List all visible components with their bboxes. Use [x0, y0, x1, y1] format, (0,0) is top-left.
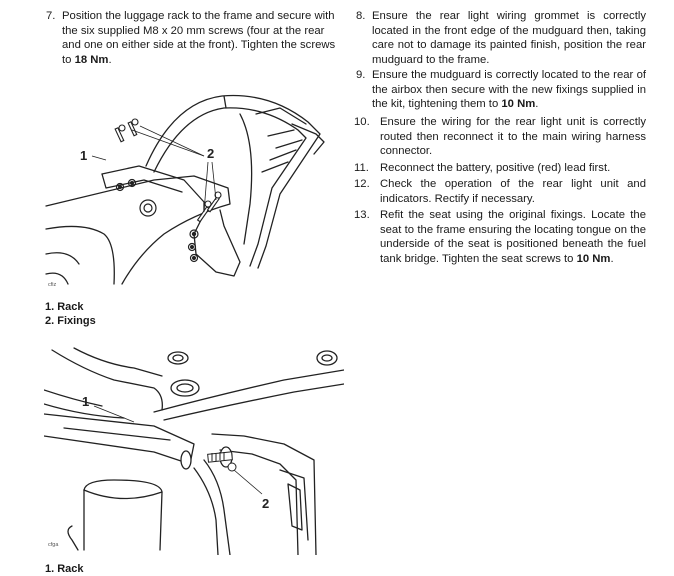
- step-text: Reconnect the battery, positive (red) le…: [380, 162, 611, 174]
- callout-2: 2: [207, 146, 214, 161]
- step-13: 13. Refit the seat using the original fi…: [354, 209, 646, 265]
- figure-legend: 1. Rack 2. Fixings: [45, 300, 96, 328]
- step-number: 12.: [354, 178, 370, 190]
- step-11: 11. Reconnect the battery, positive (red…: [354, 161, 646, 176]
- step-text: Check the operation of the rear light un…: [380, 178, 646, 205]
- rack-figure: 1 2: [45, 94, 325, 285]
- torque-value: 10 Nm: [501, 98, 536, 111]
- mudguard-figure: 1 2: [44, 347, 344, 555]
- step-number: 9.: [356, 69, 366, 81]
- callout-1: 1: [80, 148, 87, 163]
- step-number: 10.: [354, 116, 370, 128]
- step-12: 12. Check the operation of the rear ligh…: [354, 177, 646, 206]
- torque-value: 18 Nm: [74, 53, 109, 66]
- step-8: 8. Ensure the rear light wiring grommet …: [356, 9, 646, 67]
- step-10: 10. Ensure the wiring for the rear light…: [354, 115, 646, 159]
- step-text: Refit the seat using the original fixing…: [380, 209, 646, 265]
- figure-code: cfiz: [48, 282, 57, 288]
- figure-legend-partial: 1. Rack: [45, 563, 84, 575]
- callout-1: 1: [82, 394, 89, 409]
- step-number: 7.: [46, 10, 56, 22]
- step-number: 13.: [354, 209, 370, 221]
- step-text: Position the luggage rack to the frame a…: [62, 10, 336, 66]
- step-text: Ensure the wiring for the rear light uni…: [380, 116, 646, 158]
- legend-rack: 1. Rack: [45, 301, 84, 313]
- torque-value: 10 Nm: [576, 252, 611, 265]
- step-9: 9. Ensure the mudguard is correctly loca…: [356, 69, 646, 111]
- step-number: 8.: [356, 10, 366, 22]
- figure-code: cfga: [48, 542, 59, 548]
- callout-2: 2: [262, 496, 269, 511]
- step-number: 11.: [354, 162, 369, 174]
- legend-fixings: 2. Fixings: [45, 315, 96, 327]
- step-7: 7. Position the luggage rack to the fram…: [46, 10, 336, 66]
- step-text: Ensure the mudguard is correctly located…: [372, 69, 646, 111]
- step-text: Ensure the rear light wiring grommet is …: [372, 10, 646, 66]
